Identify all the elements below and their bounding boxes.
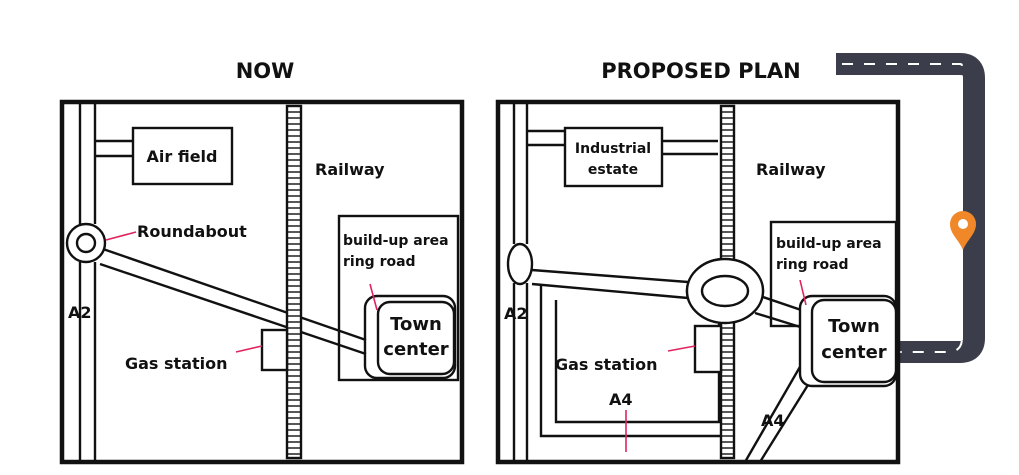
now-title: NOW (236, 59, 295, 83)
ring-road-leader-proposed (799, 279, 807, 306)
railway-label-proposed: Railway (756, 160, 826, 179)
gas-station-leader-proposed (667, 345, 696, 352)
gas-station-box-proposed (693, 324, 723, 374)
build-up-area-label: build-up area (343, 233, 449, 249)
a2-road-proposed (512, 102, 529, 462)
air-field-box (131, 126, 234, 186)
air-field-access-road (95, 139, 133, 158)
gas-station-label-proposed: Gas station (555, 355, 658, 374)
proposed-frame (495, 99, 901, 465)
estate-label: estate (588, 162, 638, 178)
a2-road (78, 102, 97, 462)
ring-road-label: ring road (343, 254, 416, 270)
big-roundabout-island-overlay (700, 274, 750, 308)
now-frame (59, 99, 465, 465)
air-field-label: Air field (147, 147, 218, 166)
gas-station-label: Gas station (125, 354, 228, 373)
build-up-area-label-proposed: build-up area (776, 236, 882, 252)
map-pin-icon (950, 211, 976, 250)
industrial-access-road (527, 129, 565, 147)
industrial-east-road (662, 139, 718, 156)
proposed-panel: PROPOSED PLAN Industrial estate (495, 59, 901, 465)
now-panel: NOW Air field Railway Roundabout build- (59, 59, 465, 465)
center-label-proposed: center (821, 342, 887, 363)
ring-road-label-proposed: ring road (776, 257, 849, 273)
a4-label-lower: A4 (609, 390, 633, 409)
a2-roundabout (506, 242, 534, 286)
railway-track (285, 104, 303, 460)
proposed-title: PROPOSED PLAN (601, 59, 800, 83)
a2-label-proposed: A2 (504, 304, 528, 323)
diagonal-road (99, 247, 367, 356)
town-center-box (376, 300, 456, 376)
town-label-proposed: Town (828, 316, 880, 337)
roundabout-leader (105, 231, 137, 241)
roundabout-island (75, 232, 97, 254)
roundabout-label: Roundabout (137, 222, 247, 241)
build-up-area (337, 214, 460, 382)
town-center-box-proposed (810, 298, 898, 384)
ring-road-leader (369, 283, 378, 311)
industrial-estate-box (563, 126, 664, 188)
town-label: Town (390, 314, 442, 335)
a2-label: A2 (68, 303, 92, 322)
decorative-route (836, 53, 985, 363)
industrial-label: Industrial (575, 141, 651, 157)
diagonal-road-proposed (531, 268, 689, 300)
gas-station-leader (235, 345, 263, 353)
gas-station-box (260, 328, 289, 372)
railway-label: Railway (315, 160, 385, 179)
a4-label-right: A4 (761, 411, 785, 430)
center-label: center (383, 339, 449, 360)
